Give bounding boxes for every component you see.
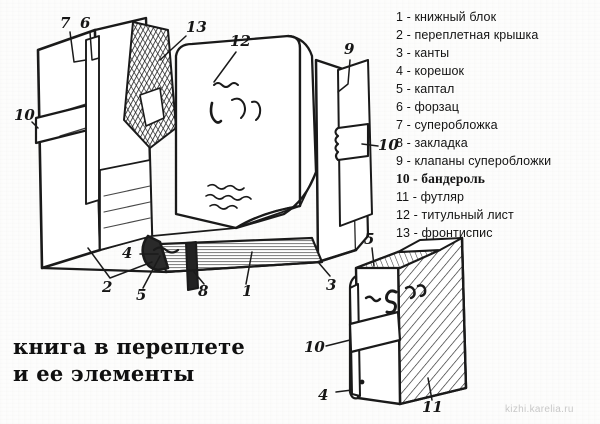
callout-11: 11 [422, 398, 443, 416]
legend-list: 1 - книжный блок 2 - переплетная крышка … [396, 8, 600, 242]
callout-13: 13 [186, 18, 207, 36]
left-page-stack [99, 159, 153, 251]
callout-12: 12 [230, 32, 251, 50]
leader-lines [31, 31, 433, 401]
callout-5-open: 5 [136, 286, 146, 304]
callout-10-right: 10 [378, 136, 399, 154]
right-page-stack [151, 171, 317, 237]
legend-item-8: 8 - закладка [396, 136, 468, 150]
cased-book-cover-marks [364, 284, 427, 315]
headband [152, 246, 180, 254]
legend-item-12: 12 - титульный лист [396, 208, 514, 222]
site-watermark: kizhi.karelia.ru [505, 404, 574, 415]
cased-book-band [348, 310, 402, 354]
legend-item-4: 4 - корешок [396, 64, 465, 78]
callout-3: 3 [326, 276, 336, 294]
callout-10-left: 10 [14, 106, 35, 124]
cased-book-top-edge [354, 237, 463, 270]
legend-item-1: 1 - книжный блок [396, 10, 497, 24]
callout-4-open: 4 [122, 244, 132, 262]
legend-item-2: 2 - переплетная крышка [396, 28, 539, 42]
legend-item-3: 3 - канты [396, 46, 450, 60]
bookmark [185, 241, 199, 291]
callout-10-cased: 10 [304, 338, 325, 356]
callout-8: 8 [198, 282, 209, 300]
diagram-caption: книга в переплете и ее элементы [13, 333, 245, 387]
callout-6: 6 [80, 14, 91, 32]
legend-item-5: 5 - каптал [396, 82, 455, 96]
spine [141, 234, 170, 272]
callout-5-cased: 5 [364, 230, 374, 248]
frontispiece-illustration [123, 21, 177, 149]
legend-item-9: 9 - клапаны суперобложки [396, 154, 552, 168]
caption-line-2: и ее элементы [13, 361, 195, 386]
callout-2: 2 [101, 278, 112, 296]
callout-7: 7 [60, 14, 71, 32]
callout-9: 9 [344, 40, 355, 58]
caption-line-1: книга в переплете [13, 334, 245, 359]
callout-4-cased: 4 [318, 386, 328, 404]
callout-numbers: 7 6 13 12 9 10 10 4 2 5 8 1 3 5 10 4 11 [14, 14, 443, 416]
legend-item-10: 10 - бандероль [396, 171, 486, 186]
legend-item-7: 7 - суперобложка [396, 118, 498, 132]
legend-item-6: 6 - форзац [396, 100, 459, 114]
legend-item-13: 13 - фронтиспис [396, 226, 493, 240]
legend-item-11: 11 - футляр [396, 190, 465, 204]
band-right [334, 122, 370, 162]
callout-1: 1 [242, 282, 252, 300]
title-page-text-marks [209, 82, 262, 124]
endpaper [85, 35, 100, 205]
title-page-lines [205, 183, 252, 210]
